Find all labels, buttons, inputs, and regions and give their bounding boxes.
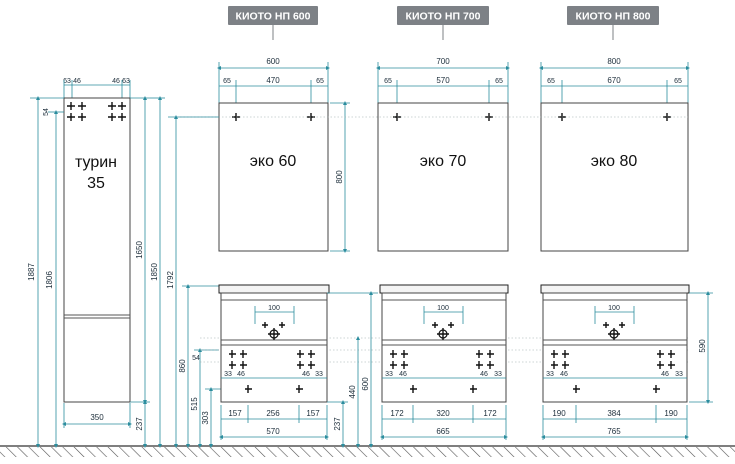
cabinet-total: 570	[266, 427, 280, 436]
mirror-right: 65	[316, 78, 324, 85]
mirror-left: 65	[223, 78, 231, 85]
mirror-name: эко 80	[591, 153, 638, 170]
mirror-eko-70: 700 65 570 65 эко 70	[376, 57, 510, 252]
small-b: 46	[399, 371, 407, 378]
tag-label: КИОТО НП 600	[236, 11, 311, 23]
dim-b: 256	[266, 409, 280, 418]
hole-spacing: 100	[437, 305, 449, 312]
hole-spacing: 100	[268, 305, 280, 312]
small-c: 46	[302, 371, 310, 378]
mid-small-54: 54	[192, 355, 200, 362]
column-width: 350	[90, 413, 104, 422]
col-top-right: 46	[112, 78, 120, 85]
col-top-left: 63	[63, 78, 71, 85]
col-top-left2: 46	[73, 78, 81, 85]
cabinet-600: 100 33 46 46 33 157 256 157 570 237 440	[218, 284, 378, 448]
height-303: 303	[201, 411, 210, 425]
column-name-line2: 35	[87, 175, 105, 192]
small-a: 33	[224, 371, 232, 378]
mirror-mid: 470	[266, 76, 280, 85]
column-name-line1: турин	[75, 154, 117, 171]
mirror-right: 65	[674, 78, 682, 85]
mirror-name: эко 60	[250, 153, 297, 170]
dim-a: 172	[390, 409, 404, 418]
small-d: 33	[315, 371, 323, 378]
mirror-left: 65	[384, 78, 392, 85]
cab-h-440: 440	[348, 385, 357, 399]
mirror-left: 65	[547, 78, 555, 85]
mirror-width: 600	[266, 57, 280, 66]
mirror-width: 800	[607, 57, 621, 66]
wall-heights: 1850 1792 860 515 303	[150, 96, 245, 448]
cab-h-237: 237	[333, 417, 342, 431]
cabinet-800: 100 33 46 46 33 190 384 190 765 590	[540, 284, 713, 440]
small-d: 33	[675, 371, 683, 378]
mirror-mid: 570	[436, 76, 450, 85]
height-860: 860	[178, 359, 187, 373]
col-top-right2: 63	[122, 78, 130, 85]
col-side-offset: 54	[43, 108, 50, 116]
dim-c: 190	[664, 409, 678, 418]
small-b: 46	[237, 371, 245, 378]
column-turin-35: 63 46 46 63 турин 35 54 350 1887 1806	[27, 78, 150, 448]
dim-b: 320	[436, 409, 450, 418]
tag-label: КИОТО НП 800	[576, 11, 651, 23]
column-h-1887: 1887	[27, 263, 36, 281]
mirror-right: 65	[495, 78, 503, 85]
height-515: 515	[190, 397, 199, 411]
height-1792: 1792	[166, 271, 175, 289]
cab-h-590: 590	[698, 339, 707, 353]
column-h-1806: 1806	[45, 271, 54, 289]
mirror-width: 700	[436, 57, 450, 66]
cabinet-total: 665	[436, 427, 450, 436]
small-b: 46	[560, 371, 568, 378]
mirror-eko-80: 800 65 670 65 эко 80	[539, 57, 690, 252]
column-h-237: 237	[135, 417, 144, 431]
small-c: 46	[480, 371, 488, 378]
tag-label: КИОТО НП 700	[406, 11, 481, 23]
cabinet-700: 100 33 46 46 33 172 320 172 665	[379, 284, 509, 440]
small-c: 46	[661, 371, 669, 378]
mirror-height: 800	[335, 170, 344, 184]
dim-c: 172	[483, 409, 497, 418]
tag-kioto-700: КИОТО НП 700	[397, 6, 489, 40]
cabinet-total: 765	[607, 427, 621, 436]
tag-kioto-800: КИОТО НП 800	[567, 6, 659, 40]
dim-c: 157	[306, 409, 320, 418]
small-d: 33	[494, 371, 502, 378]
column-h-1650: 1650	[135, 241, 144, 259]
floor	[0, 445, 735, 457]
dim-a: 190	[552, 409, 566, 418]
dim-b: 384	[607, 409, 621, 418]
tag-kioto-600: КИОТО НП 600	[228, 6, 318, 40]
hole-spacing: 100	[608, 305, 620, 312]
height-1850: 1850	[150, 263, 159, 281]
mirror-name: эко 70	[420, 153, 467, 170]
small-a: 33	[385, 371, 393, 378]
dim-a: 157	[228, 409, 242, 418]
mirror-mid: 670	[607, 76, 621, 85]
cab-h-600: 600	[361, 377, 370, 391]
mirror-eko-60: 600 65 470 65 эко 60 800	[217, 57, 350, 253]
small-a: 33	[546, 371, 554, 378]
